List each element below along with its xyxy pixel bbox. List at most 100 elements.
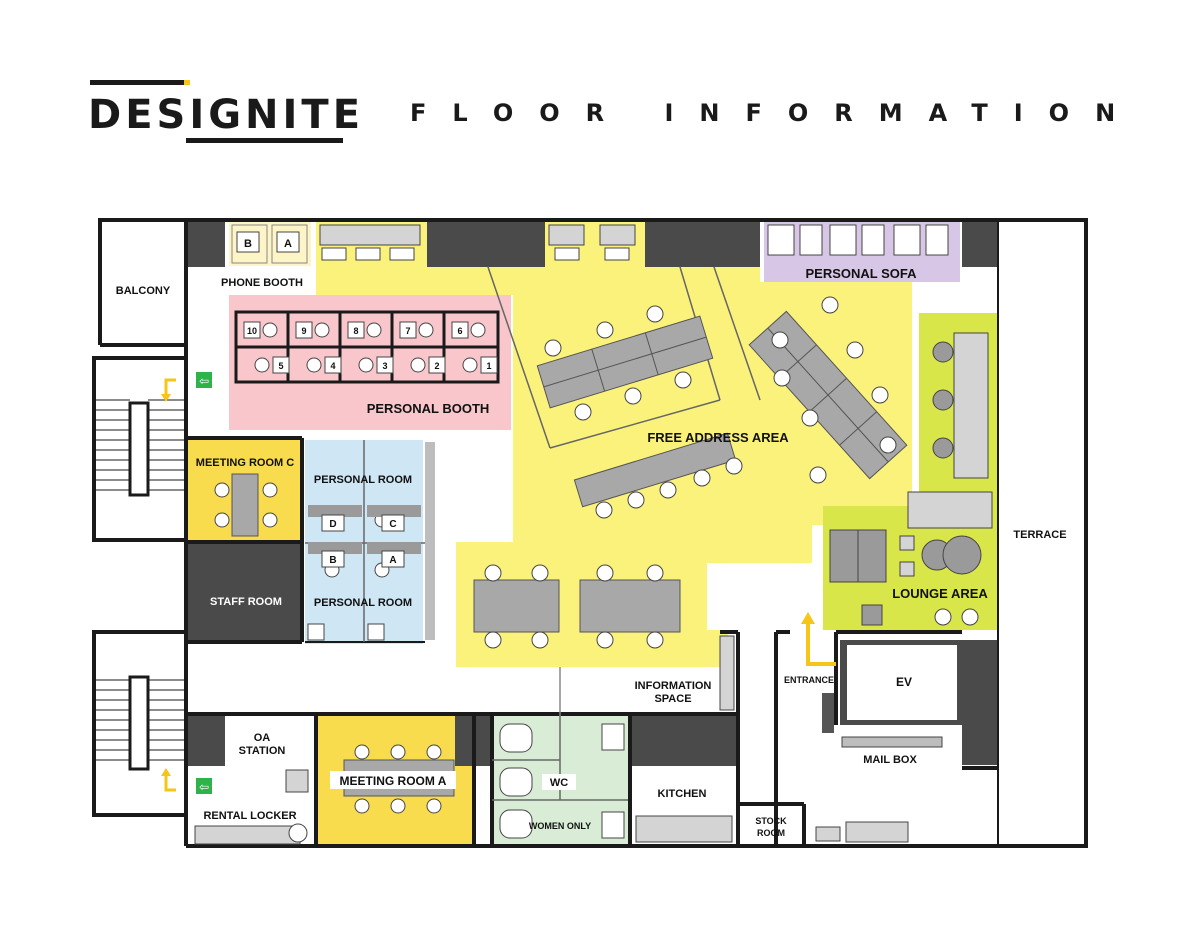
lounge-furniture [829,332,993,626]
outer-wall [98,218,1088,848]
sofa [893,224,921,256]
stair-arrow [164,378,176,398]
room-letter: C [389,519,396,530]
svg-text:⇦: ⇦ [199,374,209,388]
round-table [942,535,982,575]
stairs-top [96,378,184,497]
dark-blocks [188,222,997,766]
desk [231,473,259,537]
room-letter: D [329,519,336,530]
logo-bottom-bar [186,138,343,143]
personal-room-doors: D C B A [307,442,435,641]
kitchen-counter [635,815,733,843]
stool [932,341,954,363]
booth-label-box [236,231,260,253]
svg-text:⇦: ⇦ [199,780,209,794]
oa-station-label: OA [254,732,271,744]
stair-arrow [164,772,176,792]
dark-column [427,222,545,267]
wc-label: WC [550,777,568,789]
information-space-label: SPACE [654,693,691,705]
mail-slot [815,826,841,842]
phone-booth-letter: A [284,238,292,250]
entrance-arrow-icon [801,612,836,666]
ev-label: EV [896,675,912,689]
balcony-label: BALCONY [116,285,171,297]
dark-column [962,640,997,765]
booth-number: 1 [486,361,491,371]
room-label-box [381,514,405,532]
chair [321,247,347,261]
zone-line [549,399,721,449]
sofa [799,224,823,256]
meeting-room-a-label: MEETING ROOM A [340,774,447,788]
bottom-furniture [194,635,943,845]
desk-cluster [536,315,714,409]
booth-number: 6 [457,326,462,336]
booth-number: 2 [434,361,439,371]
zone-line [713,266,761,401]
room-letter: B [329,555,336,566]
rental-locker-label: RENTAL LOCKER [203,810,296,822]
sofa [861,224,885,256]
chairs [214,296,979,814]
logo: DESIGNITE [88,80,360,143]
stool [932,437,954,459]
room-label-box [381,550,405,568]
wc-label-bg [542,774,576,790]
stair-arrow-head [161,768,171,776]
lounge-sofa [907,491,993,529]
booth-number: 10 [247,326,257,336]
terrace-label: TERRACE [1013,529,1066,541]
toilet-icon [499,809,533,839]
women-only-label: WOMEN ONLY [529,821,591,831]
booth-label-box [276,231,300,253]
logo-accent [184,80,190,85]
exit-sign-icon: ⇦ [196,372,212,388]
chair [554,247,580,261]
stock-room-label: ROOM [757,828,785,838]
desk [548,224,585,246]
walls [92,218,1088,848]
personal-booth-label: PERSONAL BOOTH [367,401,490,416]
partition-wall [425,442,435,640]
lounge-seat [861,604,883,626]
personal-room-label: PERSONAL ROOM [314,474,412,486]
door-frame [308,505,362,517]
room-label-box [321,514,345,532]
room-labels: BALCONY PHONE BOOTH PERSONAL BOOTH MEETI… [116,266,1067,838]
desk [473,579,560,633]
staff-room-block [188,544,302,641]
oa-machine [285,769,309,793]
booth-number: 9 [301,326,306,336]
personal-booths: 10 9 8 7 6 5 4 3 2 1 [234,310,500,384]
entrance-label: ENTRANCE [784,675,834,685]
booth-number: 7 [405,326,410,336]
cabinet [307,623,325,641]
stair-treads [96,679,184,761]
page-title: FLOOR INFORMATION [410,99,1141,127]
lounge-seat [899,561,915,577]
stair-arrow-head [161,394,171,402]
booth-number: 3 [382,361,387,371]
booth-number: 8 [353,326,358,336]
phone-booth-letter: B [244,238,252,250]
oa-station-label: STATION [239,745,286,757]
chair [604,247,630,261]
booth-number: 4 [330,361,335,371]
stairs-bottom [96,675,184,792]
dark-column [630,716,737,766]
stair-wall-bottom [92,630,186,817]
booth-number: 5 [278,361,283,371]
meeting-room-a-label-bg [330,771,456,789]
phone-booth-label: PHONE BOOTH [221,277,303,289]
dark-column [188,716,225,766]
chair [288,823,308,843]
sofa [829,224,857,256]
sofa [925,224,949,256]
lounge-area-label: LOUNGE AREA [892,586,988,601]
mail-slot [845,821,909,843]
information-space-label: INFORMATION [635,680,712,692]
lounge-seat [899,535,915,551]
